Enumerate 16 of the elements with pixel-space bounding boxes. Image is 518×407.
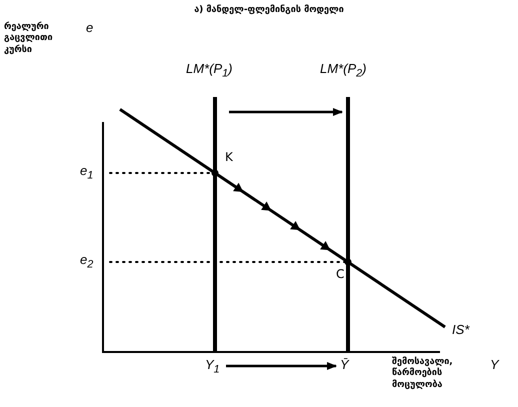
point-label: C — [336, 267, 344, 281]
curve-label: IS* — [452, 322, 470, 337]
axis-value-label: e$_{2}$ — [80, 252, 94, 271]
axis-symbol: Y — [490, 357, 499, 372]
shift-arrow — [226, 362, 337, 370]
point-label: K — [225, 150, 233, 164]
curve-label: LM*(P$_{2}$) — [320, 61, 366, 80]
axis-value-label: Y$_{1}$ — [205, 357, 220, 376]
axis-value-label: Ȳ — [340, 357, 349, 372]
shift-arrow — [229, 108, 343, 116]
title: ა) მანდელ-ფლემინგის მოდელი — [193, 5, 345, 15]
axis-symbol: e — [86, 20, 94, 35]
axis-title: რეალური გაცვლითი კურსი — [4, 22, 54, 56]
curve-label: LM*(P$_{1}$) — [186, 61, 232, 80]
axis-value-label: e$_{1}$ — [80, 163, 94, 182]
axis-title: შემოსავალი, წარმოების მოცულობა — [392, 357, 454, 391]
